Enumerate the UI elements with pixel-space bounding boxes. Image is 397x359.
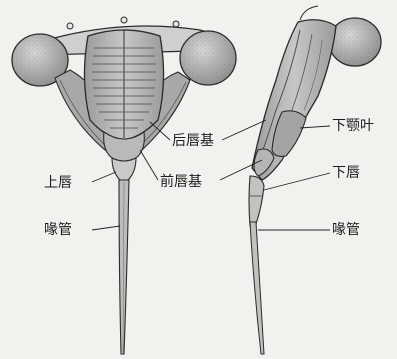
side-compound-eye [329, 18, 381, 66]
side-view-head [249, 6, 381, 354]
label-beak-right: 喙管 [332, 222, 360, 238]
leader-labium [264, 173, 330, 190]
label-anteclypeus: 前唇基 [160, 174, 202, 190]
label-postclypeus: 后唇基 [172, 133, 214, 149]
leader-labrum [92, 172, 116, 182]
right-compound-eye [180, 31, 236, 85]
labrum [112, 158, 136, 180]
label-labrum: 上唇 [44, 175, 72, 191]
leader-maxillary [300, 126, 330, 128]
label-beak-left: 喙管 [44, 222, 72, 238]
leader-beak-left [92, 226, 120, 230]
labium [249, 176, 264, 226]
leader-anteclypeus-left [140, 150, 158, 180]
label-labium: 下唇 [332, 165, 360, 181]
label-maxillary-plate: 下颚叶 [332, 118, 374, 134]
rostrum-side [250, 222, 264, 354]
rostrum-front [119, 180, 129, 354]
